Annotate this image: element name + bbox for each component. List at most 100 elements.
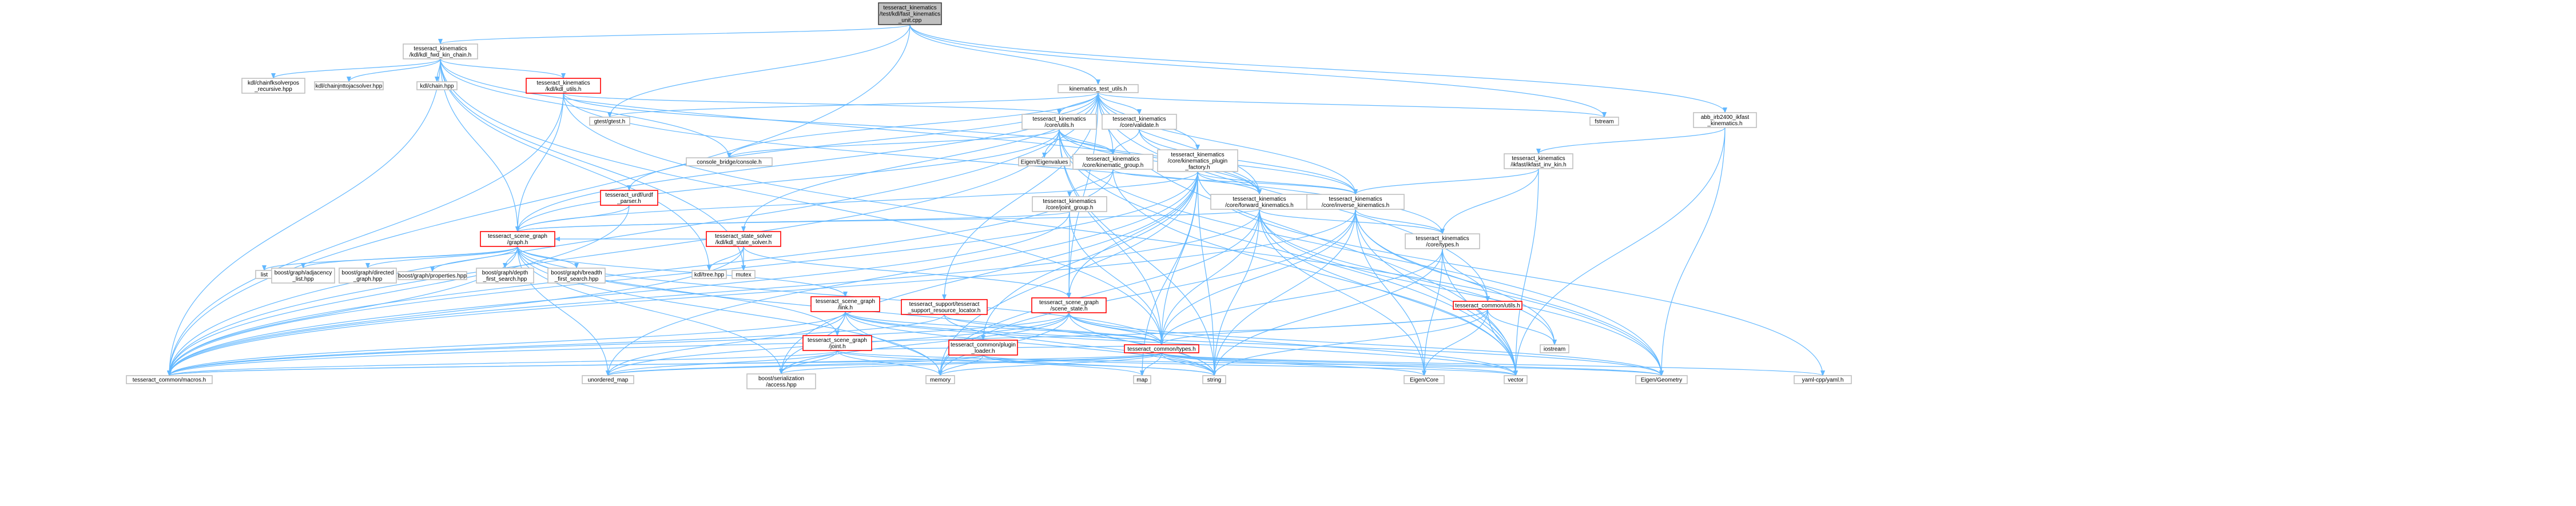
node-bg-bfs[interactable]: boost/graph/breadth_first_search.hpp (547, 268, 606, 284)
edge-sg-link-to-string (845, 311, 1217, 376)
edge-common-utils-to-iostream (1487, 309, 1557, 345)
node-kin-group[interactable]: tesseract_kinematics/core/kinematic_grou… (1072, 154, 1154, 170)
node-eigen-geometry[interactable]: Eigen/Geometry (1635, 375, 1688, 384)
node-root[interactable]: tesseract_kinematics/test/kdl/fast_kinem… (878, 2, 942, 25)
node-label: _factory.h (1184, 165, 1210, 171)
node-sg-state[interactable]: tesseract_scene_graph/scene_state.h (1031, 297, 1107, 313)
node-label: /kdl/kdl_state_solver.h (715, 240, 772, 246)
edge-core-utils-to-string (1059, 129, 1217, 376)
edge-sg-link-to-unordered-map (606, 311, 846, 376)
edge-kin-test-utils-to-urdf-parser (627, 92, 1099, 191)
node-bg-dir[interactable]: boost/graph/directed_graph.hpp (339, 268, 397, 284)
node-eigenvalues[interactable]: Eigen/Eigenvalues (1018, 157, 1071, 166)
node-kdl-fwd[interactable]: tesseract_kinematics/kdl/kdl_fwd_kin_cha… (403, 43, 478, 59)
edge-sg-graph-to-bg-props (430, 246, 518, 272)
edge-sg-link-to-common-types (845, 311, 1164, 345)
node-label: tesseract_kinematics (1416, 236, 1469, 242)
edge-sg-state-to-macros (167, 312, 1070, 376)
node-yaml[interactable]: yaml-cpp/yaml.h (1794, 375, 1852, 384)
node-string[interactable]: string (1202, 375, 1226, 384)
node-label: /core/kinematic_group.h (1083, 162, 1144, 169)
edge-kdl-fwd-to-kdl-tree (440, 58, 711, 271)
node-sg-joint[interactable]: tesseract_scene_graph/joint.h (802, 335, 872, 351)
node-box (732, 270, 756, 279)
edge-kin-group-to-joint-group (1067, 169, 1114, 197)
node-mutex[interactable]: mutex (732, 270, 756, 279)
node-sg-link[interactable]: tesseract_scene_graph/link.h (810, 296, 880, 312)
edge-ikfast-inv-to-core-types (1440, 168, 1539, 234)
node-box (339, 268, 397, 284)
node-kin-test-utils[interactable]: kinematics_test_utils.h (1058, 84, 1139, 93)
node-urdf-parser[interactable]: tesseract_urdf/urdf_parser.h (600, 190, 658, 206)
node-iostream[interactable]: iostream (1540, 344, 1569, 353)
node-label: /test/kdl/fast_kinematics (880, 11, 940, 18)
node-ikfast-inv[interactable]: tesseract_kinematics/ikfast/ikfast_inv_k… (1504, 153, 1573, 169)
node-abb-irb[interactable]: abb_irb2400_ikfast_kinematics.h (1693, 112, 1757, 128)
node-label: tesseract_scene_graph (1039, 300, 1099, 306)
edge-kin-test-utils-to-inv-kin (1098, 92, 1358, 195)
node-box (1202, 375, 1226, 384)
node-macros[interactable]: tesseract_common/macros.h (126, 375, 213, 384)
node-kdl-chain[interactable]: kdl/chain.hpp (416, 81, 458, 90)
node-label: tesseract_state_solver (715, 233, 773, 240)
node-res-locator[interactable]: tesseract_support/tesseract_support_reso… (901, 299, 988, 315)
edge-root-to-gtest (607, 24, 911, 118)
node-box (901, 299, 988, 315)
node-joint-group[interactable]: tesseract_kinematics/core/joint_group.h (1032, 196, 1107, 212)
node-kdl-fk-rec[interactable]: kdl/chainfksolverpos_recursive.hpp (241, 78, 305, 94)
node-bg-dfs[interactable]: boost/graph/depth_first_search.hpp (476, 268, 534, 284)
edge-state-solver-to-macros (167, 246, 744, 376)
node-core-utils[interactable]: tesseract_kinematics/core/utils.h (1021, 114, 1097, 130)
node-label: vector (1508, 377, 1524, 384)
node-plugin-loader[interactable]: tesseract_common/plugin_loader.h (948, 340, 1018, 356)
node-label: tesseract_kinematics (1032, 116, 1086, 122)
node-box (271, 268, 335, 284)
node-label: boost/graph/properties.hpp (398, 273, 467, 280)
node-state-solver[interactable]: tesseract_state_solver/kdl/kdl_state_sol… (706, 231, 781, 247)
node-kdl-jac[interactable]: kdl/chainjnttojacsolver.hpp (314, 81, 384, 90)
node-kdl-tree[interactable]: kdl/tree.hpp (691, 270, 727, 279)
node-core-validate[interactable]: tesseract_kinematics/core/validate.h (1102, 114, 1177, 130)
node-box (802, 335, 872, 351)
node-core-types[interactable]: tesseract_kinematics/core/types.h (1405, 233, 1480, 249)
node-bg-adj[interactable]: boost/graph/adjacency_list.hpp (271, 268, 335, 284)
node-gtest[interactable]: gtest/gtest.h (589, 117, 630, 126)
node-sg-graph[interactable]: tesseract_scene_graph/graph.h (480, 231, 555, 247)
node-console[interactable]: console_bridge/console.h (686, 157, 773, 166)
node-kdl-utils[interactable]: tesseract_kinematics/kdl/kdl_utils.h (526, 78, 601, 94)
edge-fwd-kin-to-macros (167, 209, 1260, 376)
node-fwd-kin[interactable]: tesseract_kinematics/core/forward_kinema… (1210, 194, 1309, 210)
node-label: _recursive.hpp (254, 86, 292, 93)
node-memory[interactable]: memory (925, 375, 955, 384)
node-label: _graph.hpp (353, 276, 383, 282)
edge-common-types-to-serialization (779, 352, 1162, 374)
node-box (526, 78, 601, 94)
edge-core-utils-to-vector (1059, 129, 1518, 376)
node-map[interactable]: map (1133, 375, 1151, 384)
edge-inv-kin-to-common-types (1159, 209, 1356, 345)
node-serialization[interactable]: boost/serialization/access.hpp (746, 373, 816, 389)
node-inv-kin[interactable]: tesseract_kinematics/core/inverse_kinema… (1306, 194, 1405, 210)
edge-root-to-abb-irb (909, 24, 1727, 113)
node-unordered-map[interactable]: unordered_map (582, 375, 634, 384)
edge-plugin-factory-to-common-types (1159, 171, 1198, 345)
node-label: kdl/chainjnttojacsolver.hpp (316, 83, 383, 90)
node-fstream[interactable]: fstream (1589, 117, 1619, 126)
node-common-types[interactable]: tesseract_common/types.h (1124, 344, 1199, 353)
node-plugin-factory[interactable]: tesseract_kinematics/core/kinematics_plu… (1157, 149, 1238, 172)
node-list[interactable]: list (255, 270, 273, 279)
node-bg-props[interactable]: boost/graph/properties.hpp (397, 271, 467, 280)
edge-inv-kin-to-core-types (1355, 209, 1445, 234)
node-common-utils[interactable]: tesseract_common/utils.h (1453, 301, 1522, 310)
node-label: /kdl/kdl_utils.h (546, 86, 582, 93)
node-eigen-core[interactable]: Eigen/Core (1404, 375, 1445, 384)
edge-joint-group-to-macros (167, 211, 1070, 376)
node-vector[interactable]: vector (1504, 375, 1528, 384)
node-label: /core/kinematics_plugin (1168, 158, 1228, 165)
node-label: tesseract_scene_graph (816, 298, 875, 305)
node-box (810, 296, 880, 312)
edge-abb-irb-to-ikfast-inv (1536, 127, 1726, 154)
node-label: _kinematics.h (1707, 121, 1742, 127)
edge-root-to-kdl-fwd (438, 24, 911, 45)
